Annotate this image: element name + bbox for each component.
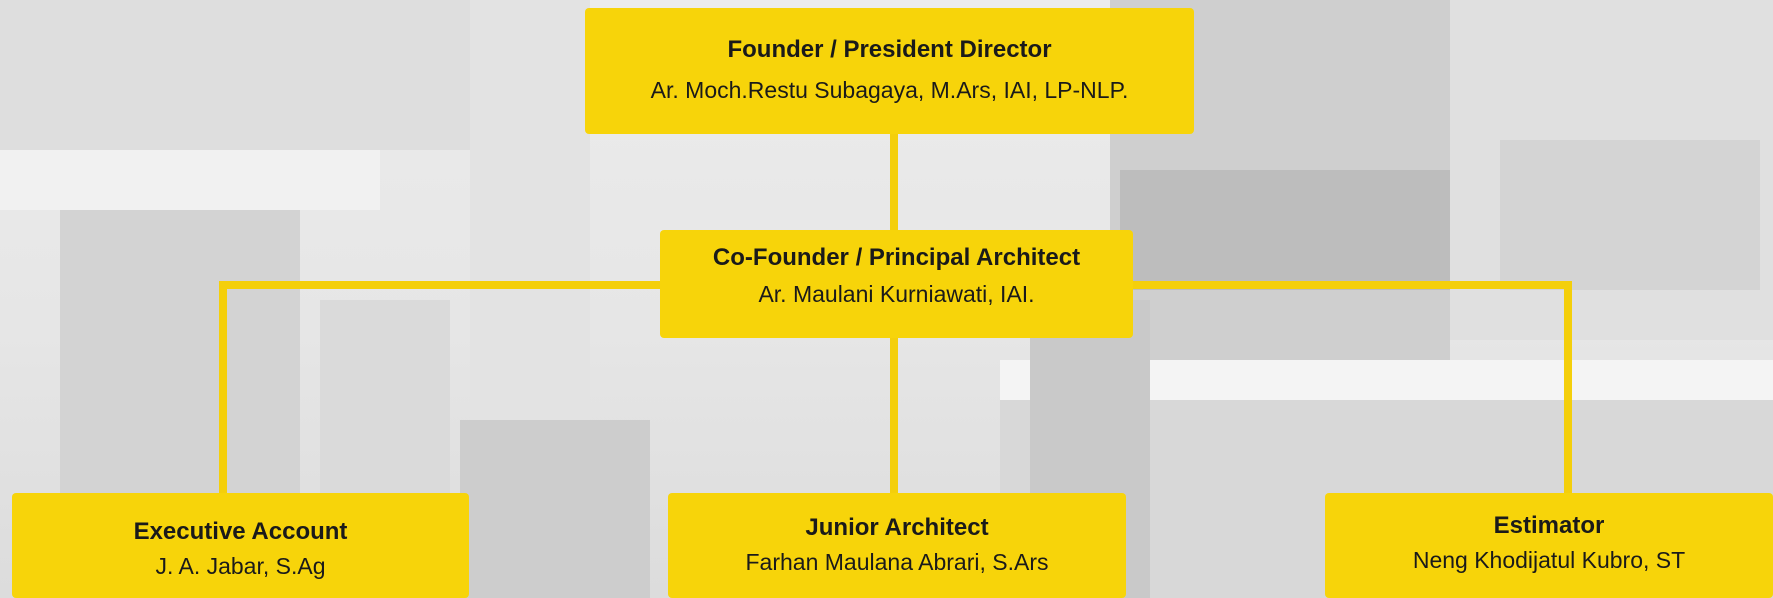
node-name: Ar. Moch.Restu Subagaya, M.Ars, IAI, LP-… [650, 77, 1129, 103]
org-node-executive-account: Executive Account J. A. Jabar, S.Ag [12, 493, 469, 598]
node-role: Executive Account [133, 518, 348, 545]
connector-left-down [219, 281, 227, 495]
node-name: Ar. Maulani Kurniawati, IAI. [758, 281, 1035, 307]
node-role: Founder / President Director [727, 36, 1052, 63]
node-role: Co-Founder / Principal Architect [712, 244, 1081, 271]
connector-right-down [1564, 281, 1572, 495]
org-node-cofounder: Co-Founder / Principal Architect Ar. Mau… [660, 230, 1133, 338]
node-role: Estimator [1493, 512, 1605, 539]
node-name: Farhan Maulana Abrari, S.Ars [745, 549, 1049, 575]
org-node-founder: Founder / President Director Ar. Moch.Re… [585, 8, 1194, 134]
connector-center-down [890, 335, 898, 495]
node-name: Neng Khodijatul Kubro, ST [1412, 547, 1686, 573]
node-role: Junior Architect [805, 514, 989, 541]
node-name: J. A. Jabar, S.Ag [155, 553, 326, 579]
org-node-estimator: Estimator Neng Khodijatul Kubro, ST [1325, 493, 1773, 598]
connector-founder-cofounder [890, 132, 898, 232]
org-node-junior-architect: Junior Architect Farhan Maulana Abrari, … [668, 493, 1126, 598]
